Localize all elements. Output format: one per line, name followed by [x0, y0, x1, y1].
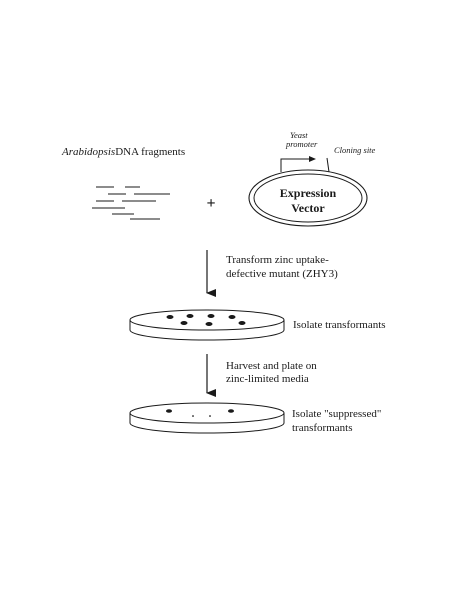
colony: [228, 409, 234, 413]
colony: [186, 314, 194, 318]
plate1-label: Isolate transformants: [293, 319, 386, 331]
dna-fragments-label: ArabidopsisDNA fragments: [61, 146, 185, 158]
colony: [207, 314, 215, 318]
yeast-promoter-label-line2: promoter: [285, 139, 318, 149]
vector-inner-ring: [253, 173, 363, 223]
colony: [205, 322, 213, 326]
plus-sign: +: [206, 195, 215, 212]
colony: [228, 315, 236, 319]
step1-label-line2: defective mutant (ZHY3): [226, 268, 338, 280]
vector-outer-ring: [248, 169, 368, 227]
dna-label-italic: Arabidopsis: [61, 146, 115, 158]
dish1-rim: [129, 309, 285, 331]
plate2-label-line1: Isolate "suppressed": [292, 408, 381, 420]
dish2-rim: [129, 402, 285, 424]
dna-fragments: [92, 186, 170, 220]
colony: [209, 415, 211, 417]
promoter-arrow: [280, 156, 316, 172]
cloning-site-label: Cloning site: [334, 145, 376, 155]
cloning-site-tick: [326, 157, 330, 173]
vector-label-line2: Vector: [291, 201, 325, 215]
dna-label-rest: DNA fragments: [115, 146, 185, 158]
dish2-base: [129, 413, 285, 434]
colony: [166, 409, 172, 413]
dish1-base: [129, 320, 285, 341]
petri-dish-2: [129, 402, 285, 434]
colonies-plate2: [166, 409, 234, 417]
colonies-plate1: [166, 314, 246, 326]
step2-label-line1: Harvest and plate on: [226, 360, 317, 372]
colony: [180, 321, 188, 325]
step2-label-line2: zinc-limited media: [226, 373, 309, 385]
colony: [238, 321, 246, 325]
plate2-label-line2: transformants: [292, 422, 352, 434]
yeast-promoter-label-line1: Yeast: [290, 130, 308, 140]
petri-dish-1: [129, 309, 285, 341]
colony: [166, 315, 174, 319]
expression-vector: [248, 169, 368, 227]
vector-label-line1: Expression: [280, 186, 337, 200]
step1-label-line1: Transform zinc uptake-: [226, 254, 329, 266]
colony: [192, 415, 194, 417]
